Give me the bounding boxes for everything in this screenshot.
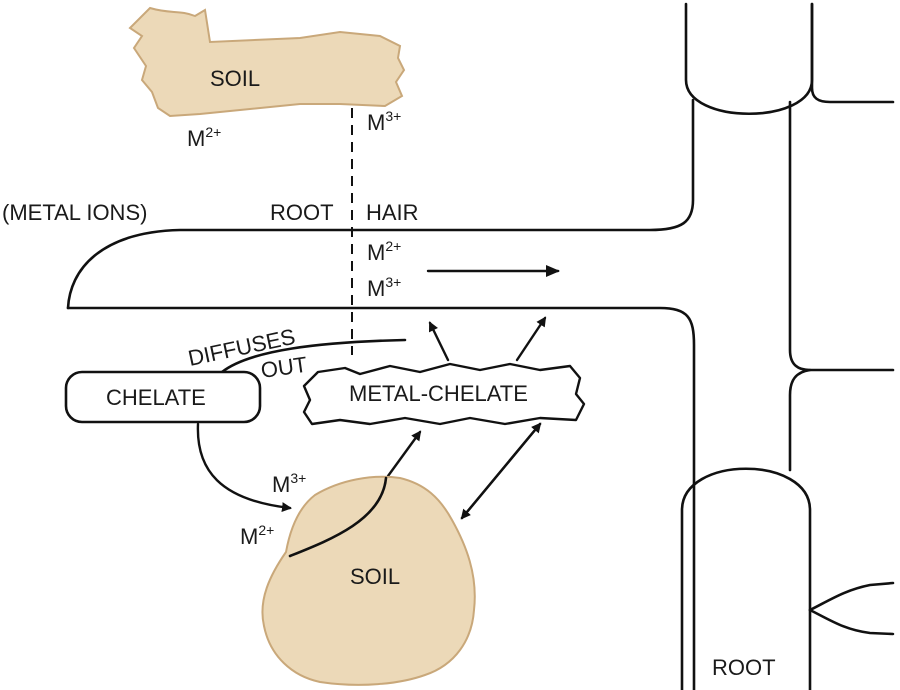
arrow-chelate-to-root-1	[428, 321, 450, 362]
ion-m2-top: M2+	[187, 124, 221, 151]
ion-m3-bottom: M3+	[272, 470, 306, 497]
soil-bottom-shape	[261, 475, 476, 686]
root-lower-cell	[680, 467, 812, 690]
soil-bound-ions-line	[288, 476, 388, 558]
root-top-cell	[684, 2, 814, 115]
root-branch-cell-lower	[808, 608, 895, 636]
root-hair-lower-edge	[66, 306, 696, 690]
hair-label: HAIR	[366, 200, 419, 225]
arrow-chelate-to-root-2	[515, 316, 547, 362]
soil-top: SOIL	[128, 6, 406, 118]
root-branch-cell	[808, 581, 895, 612]
root-inner-wall-lower	[788, 368, 812, 472]
arrow-soil-to-chelate-right	[460, 422, 542, 520]
out-label: OUT	[259, 352, 308, 383]
soil-top-shape	[128, 6, 406, 118]
soil-top-label: SOIL	[210, 66, 260, 91]
chelate-box: CHELATE	[64, 370, 262, 424]
metal-chelate-label: METAL-CHELATE	[349, 381, 528, 406]
metal-chelate-shape	[302, 362, 586, 426]
root-hair-upper-edge	[66, 98, 695, 310]
root-label: ROOT	[270, 200, 334, 225]
diffuses-out-curve	[220, 338, 407, 374]
metal-chelate-box: METAL-CHELATE	[302, 362, 586, 426]
root-inner-wall	[788, 100, 895, 372]
ion-m2-root-hair: M2+	[367, 238, 401, 265]
ion-m3-root-hair: M3+	[367, 274, 401, 301]
ion-m2-bottom: M2+	[240, 522, 274, 549]
root-top-cell-wall	[810, 2, 895, 104]
root-bottom-label: ROOT	[712, 655, 776, 680]
chelate-label: CHELATE	[106, 385, 206, 410]
arrow-soil-to-chelate	[386, 430, 422, 478]
soil-bottom-label: SOIL	[350, 564, 400, 589]
ion-m3-top: M3+	[367, 108, 401, 135]
root-cells	[66, 2, 895, 690]
soil-bottom: SOIL	[261, 475, 476, 686]
arrow-chelate-to-soil	[196, 422, 292, 513]
metal-ions-label: (METAL IONS)	[2, 200, 147, 225]
